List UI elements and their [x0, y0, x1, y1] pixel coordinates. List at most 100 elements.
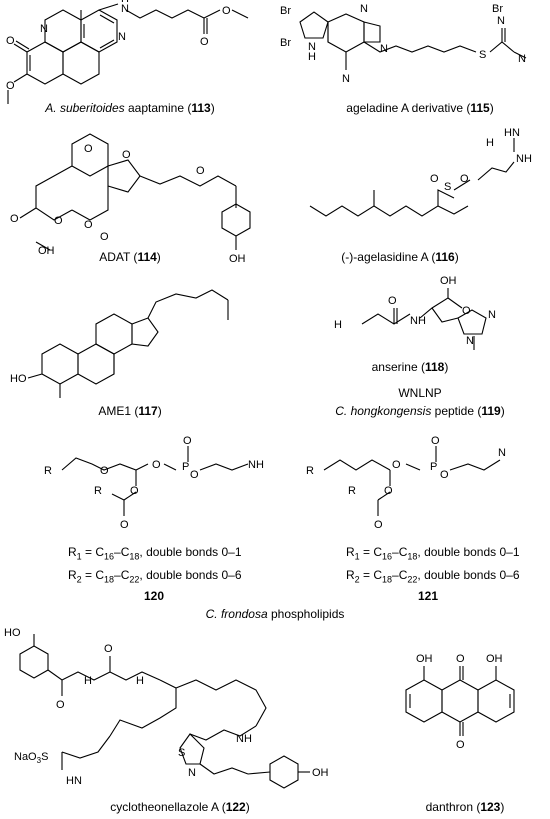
atom-N: N — [497, 15, 505, 27]
atom-O: O — [431, 435, 440, 447]
atom-OH: OH — [440, 275, 457, 287]
caption-114: ADAT (114) — [99, 250, 161, 264]
atom-N: N — [118, 31, 126, 43]
aaptamine-drawing: N H O O O O N N — [6, 0, 249, 104]
structure-120: R R O O O O P O O NH — [40, 432, 280, 542]
atom-N: N — [498, 447, 506, 459]
atom-N: N — [380, 43, 388, 55]
atom-Br: Br — [280, 37, 291, 49]
atom-S: S — [444, 181, 451, 193]
atom-OH: OH — [229, 253, 246, 265]
structure-113: N H O O O O N N A. suberitoides aaptamin… — [0, 0, 270, 120]
caption-116: (-)-agelasidine A (116) — [341, 250, 459, 264]
structure-118: H O NH OH O N N anserine (118) — [280, 274, 550, 378]
atom-O: O — [456, 739, 465, 751]
atom-O: O — [460, 173, 469, 185]
cyclotheonellazole-drawing: HO O O H H NaO3S S N NH OH HN — [4, 627, 329, 789]
atom-O: O — [430, 173, 439, 185]
atom-N: N — [342, 73, 350, 85]
atom-NH: NH — [516, 153, 532, 165]
peptide-sequence: WNLNP — [398, 386, 442, 400]
atom-H2N: H — [334, 319, 342, 331]
atom-OH: OH — [312, 767, 329, 779]
atom-N: N — [488, 309, 496, 321]
r1-definition-120: R1 = C16–C18, double bonds 0–1 — [68, 545, 242, 562]
atom-N: N — [121, 3, 129, 15]
atom-N: N — [360, 3, 368, 15]
atom-O: O — [84, 143, 93, 155]
atom-P: P — [182, 461, 189, 473]
atom-Br: Br — [492, 3, 503, 15]
label-120: 120 — [144, 589, 165, 603]
atom-NaO3S: NaO3S — [14, 751, 48, 765]
caption-phospholipids: C. frondosa phospholipids — [205, 607, 345, 621]
caption-122: cyclotheonellazole A (122) — [110, 800, 250, 814]
phospholipid-121-drawing: R R O O O P O O N — [306, 435, 506, 531]
atom-NH: NH — [236, 733, 252, 745]
atom-O: O — [222, 5, 231, 17]
atom-R1: R — [44, 465, 52, 477]
anserine-drawing: H O NH OH O N N — [334, 275, 496, 350]
atom-N: N — [518, 53, 526, 65]
atom-O: O — [54, 215, 63, 227]
caption-119: C. hongkongensis peptide (119) — [335, 404, 505, 418]
atom-O: O — [374, 519, 383, 531]
atom-O: O — [200, 36, 209, 48]
atom-HO: HO — [10, 373, 27, 385]
atom-O: O — [100, 465, 109, 477]
structure-121: R R O O O P O O N — [300, 432, 550, 542]
atom-HO: HO — [4, 627, 21, 639]
atom-OH: OH — [38, 245, 55, 257]
caption-118: anserine (118) — [371, 360, 449, 374]
atom-O: O — [384, 485, 393, 497]
atom-R2: R — [94, 485, 102, 497]
atom-O: O — [130, 485, 139, 497]
atom-O: O — [120, 519, 129, 531]
atom-O: O — [56, 699, 65, 711]
r2-definition-121: R2 = C18–C22, double bonds 0–6 — [346, 568, 520, 585]
atom-H: H — [121, 0, 129, 5]
adat-drawing: O O O O O O OH O OH — [10, 133, 251, 265]
atom-P: P — [430, 461, 437, 473]
atom-N: N — [188, 767, 196, 779]
atom-O: O — [6, 35, 15, 47]
r2-definition-120: R2 = C18–C22, double bonds 0–6 — [68, 568, 242, 585]
atom-N: N — [40, 23, 48, 35]
atom-O: O — [183, 435, 192, 447]
atom-O: O — [104, 643, 113, 655]
atom-S: S — [178, 747, 185, 759]
atom-O: O — [10, 213, 19, 225]
atom-H2N: H — [486, 137, 494, 149]
atom-HN: HN — [66, 775, 82, 787]
atom-O: O — [196, 165, 205, 177]
structure-114: O O O O O O OH O OH ADAT (114) — [0, 124, 270, 270]
structure-116: S O O NH HN H (-)-agelasidine A (116) — [280, 124, 550, 270]
atom-O: O — [388, 295, 397, 307]
ageladine-drawing: Br Br N H N N N S N N Br — [280, 3, 527, 85]
atom-O: O — [100, 231, 109, 243]
atom-N: N — [308, 41, 316, 53]
atom-HN: HN — [504, 127, 520, 139]
r1-definition-121: R1 = C16–C18, double bonds 0–1 — [346, 545, 520, 562]
atom-O: O — [84, 219, 93, 231]
atom-O: O — [152, 459, 161, 471]
atom-NH: NH — [410, 315, 426, 327]
caption-115: ageladine A derivative (115) — [346, 101, 494, 115]
atom-O: O — [392, 459, 401, 471]
atom-S: S — [479, 49, 486, 61]
danthron-drawing: OH O OH O — [405, 653, 515, 751]
ame1-drawing: HO — [10, 289, 229, 398]
atom-H: H — [136, 675, 144, 687]
label-121: 121 — [418, 589, 439, 603]
caption-117: AME1 (117) — [98, 404, 162, 418]
atom-OH: OH — [486, 653, 503, 665]
structure-115: Br Br N H N N N S N N Br ageladine A der… — [280, 0, 550, 120]
atom-O: O — [6, 80, 15, 92]
atom-Br: Br — [280, 5, 291, 17]
atom-NH2: NH — [248, 459, 264, 471]
atom-H: H — [84, 675, 92, 687]
atom-O: O — [462, 305, 471, 317]
atom-R2: R — [348, 485, 356, 497]
phospholipid-120-drawing: R R O O O O P O O NH — [44, 435, 264, 531]
structure-122: HO O O H H NaO3S S N NH OH HN cyclotheon… — [0, 624, 360, 819]
